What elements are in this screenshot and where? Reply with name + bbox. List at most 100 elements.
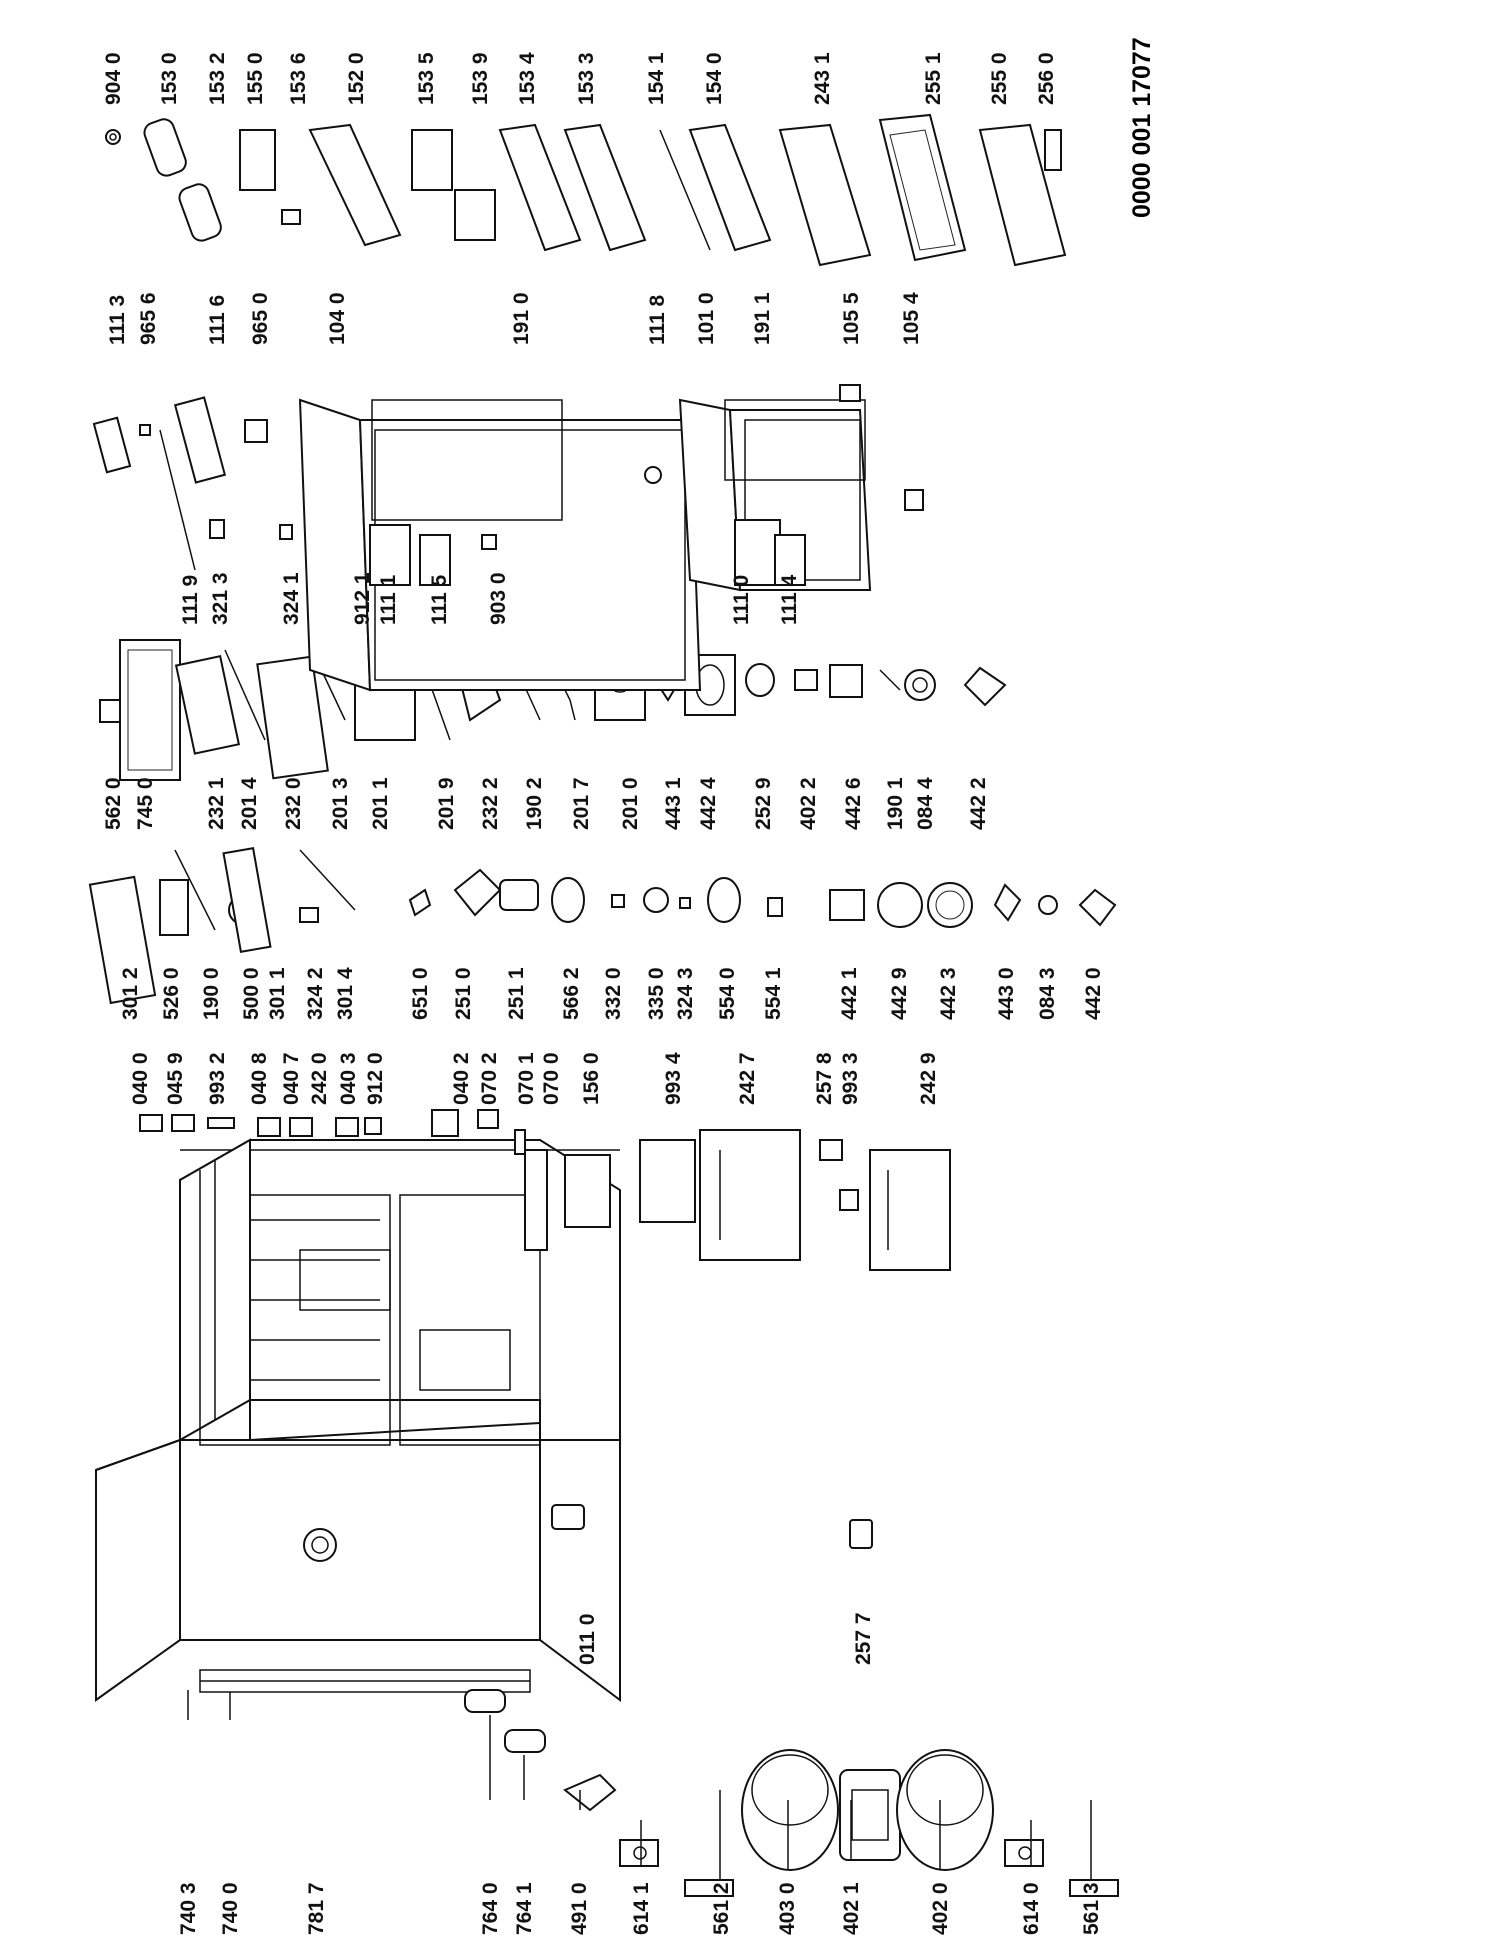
- part-402-1-compressor-base: [839, 1769, 901, 1861]
- part-614-1-starter: [619, 1839, 659, 1867]
- part-402-0-compressor: [896, 1749, 994, 1871]
- label-153-6: 153 6: [287, 52, 310, 105]
- label-965-6: 965 6: [137, 292, 160, 345]
- label-903-0: 903 0: [487, 572, 510, 625]
- part-561-2-capacitor: [684, 1879, 734, 1897]
- part-242-9-crisper: [869, 1149, 951, 1271]
- label-332-0: 332 0: [602, 967, 625, 1020]
- label-101-0: 101 0: [695, 292, 718, 345]
- label-500-0: 500 0: [240, 967, 263, 1020]
- part-257-8-clip: [819, 1139, 843, 1161]
- column-2-labels: 301 2 526 0 190 0 500 0 301 1 324 2 301 …: [119, 967, 1105, 1020]
- label-301-4: 301 4: [334, 967, 357, 1020]
- label-301-1: 301 1: [266, 967, 289, 1020]
- part-781-7-thermostat-knob: [303, 1528, 337, 1562]
- label-442-3: 442 3: [937, 967, 960, 1020]
- label-045-9: 045 9: [164, 1052, 187, 1105]
- label-566-2: 566 2: [560, 967, 583, 1020]
- label-242-7: 242 7: [736, 1052, 759, 1105]
- label-442-9: 442 9: [888, 967, 911, 1020]
- label-232-0: 232 0: [282, 777, 305, 830]
- part-156-0-egg-tray: [564, 1154, 611, 1228]
- column-6-labels: 904 0 153 0 153 2 155 0 153 6 152 0 153 …: [102, 52, 1058, 105]
- label-335-0: 335 0: [645, 967, 668, 1020]
- column-5-labels: 111 3 965 6 111 6 965 0 104 0 191 0 111 …: [106, 292, 923, 345]
- label-201-7: 201 7: [570, 777, 593, 830]
- label-084-3: 084 3: [1036, 967, 1059, 1020]
- label-242-0: 242 0: [308, 1052, 331, 1105]
- label-153-0: 153 0: [158, 52, 181, 105]
- label-201-4: 201 4: [238, 777, 261, 830]
- part-764-1-relay: [504, 1729, 546, 1753]
- part-491-0-bracket: [563, 1773, 617, 1812]
- label-252-9: 252 9: [752, 777, 775, 830]
- label-301-2: 301 2: [119, 967, 142, 1020]
- label-153-2: 153 2: [206, 52, 229, 105]
- label-251-1: 251 1: [505, 967, 528, 1020]
- label-190-0: 190 0: [200, 967, 223, 1020]
- label-403-0: 403 0: [776, 1882, 799, 1935]
- label-040-2: 040 2: [450, 1052, 473, 1105]
- label-321-3: 321 3: [209, 572, 232, 625]
- label-084-4: 084 4: [914, 777, 937, 830]
- label-491-0: 491 0: [568, 1882, 591, 1935]
- label-104-0: 104 0: [326, 292, 349, 345]
- cabinet-back-panel: [179, 1138, 251, 1442]
- label-442-0: 442 0: [1082, 967, 1105, 1020]
- label-191-1: 191 1: [751, 292, 774, 345]
- label-912-0: 912 0: [364, 1052, 387, 1105]
- label-740-0: 740 0: [219, 1882, 242, 1935]
- label-443-1: 443 1: [662, 777, 685, 830]
- label-243-1: 243 1: [811, 52, 834, 105]
- label-156-0: 156 0: [580, 1052, 603, 1105]
- label-011-0: 011 0: [576, 1614, 599, 1665]
- label-191-0: 191 0: [510, 292, 533, 345]
- label-965-0: 965 0: [249, 292, 272, 345]
- label-614-0: 614 0: [1020, 1882, 1043, 1935]
- label-993-2: 993 2: [206, 1052, 229, 1105]
- label-040-3: 040 3: [337, 1052, 360, 1105]
- label-154-1: 154 1: [645, 52, 668, 105]
- label-111-5: 111 5: [428, 574, 451, 625]
- label-201-9: 201 9: [435, 777, 458, 830]
- label-745-0: 745 0: [134, 777, 157, 830]
- label-554-1: 554 1: [762, 967, 785, 1020]
- label-257-8: 257 8: [813, 1052, 836, 1105]
- label-614-1: 614 1: [630, 1882, 653, 1935]
- label-256-0: 256 0: [1035, 52, 1058, 105]
- label-993-3: 993 3: [839, 1052, 862, 1105]
- label-155-0: 155 0: [244, 52, 267, 105]
- part-403-0-compressor: [741, 1749, 839, 1871]
- column-4-parts: [159, 429, 806, 586]
- column-6-parts: [105, 113, 1067, 267]
- label-153-9: 153 9: [469, 52, 492, 105]
- label-324-2: 324 2: [304, 967, 327, 1020]
- part-257-7-latch: [849, 1519, 873, 1549]
- cabinet-body: [95, 1139, 621, 1702]
- label-402-1: 402 1: [840, 1882, 863, 1935]
- part-242-7-drawer: [699, 1129, 801, 1261]
- condenser-wire: [199, 1669, 531, 1693]
- label-561-3: 561 3: [1080, 1882, 1103, 1935]
- label-740-3: 740 3: [177, 1882, 200, 1935]
- label-201-1: 201 1: [369, 777, 392, 830]
- label-781-7: 781 7: [305, 1882, 328, 1935]
- label-255-1: 255 1: [922, 52, 945, 105]
- column-1c-labels: 040 0 045 9 993 2 040 8 040 7 242 0 040 …: [129, 1052, 940, 1105]
- label-070-0: 070 0: [540, 1052, 563, 1105]
- label-255-0: 255 0: [988, 52, 1011, 105]
- part-764-0-relay: [464, 1689, 506, 1713]
- label-040-7: 040 7: [280, 1052, 303, 1105]
- label-153-3: 153 3: [575, 52, 598, 105]
- column-1-leaders: [187, 1690, 1092, 1880]
- door-hinges-and-clips: [139, 1109, 526, 1155]
- label-111-8: 111 8: [646, 294, 669, 345]
- label-190-2: 190 2: [523, 777, 546, 830]
- part-011-0-foot: [551, 1504, 585, 1530]
- document-number: 0000 001 17077: [1128, 37, 1156, 218]
- label-070-2: 070 2: [478, 1052, 501, 1105]
- label-251-0: 251 0: [452, 967, 475, 1020]
- label-442-1: 442 1: [838, 967, 861, 1020]
- column-1-labels: 740 3 740 0 781 7 764 0 764 1 491 0 614 …: [177, 1882, 1103, 1935]
- part-993-3-clip: [839, 1189, 859, 1211]
